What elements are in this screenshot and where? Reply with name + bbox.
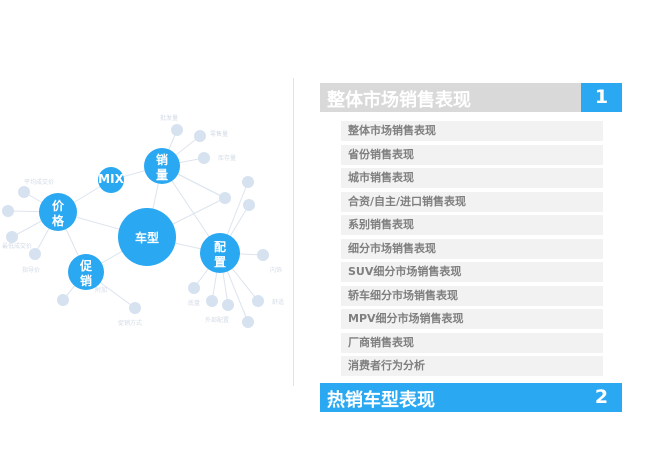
section-2-title: 热销车型表现 bbox=[327, 390, 435, 411]
leaf-label: 平均成交价 bbox=[24, 178, 54, 186]
main-node-label: 促 bbox=[79, 258, 93, 273]
toc-item: SUV细分市场销售表现 bbox=[341, 262, 603, 282]
leaf-node bbox=[188, 282, 200, 294]
leaf-node bbox=[219, 192, 231, 204]
leaf-node bbox=[242, 316, 254, 328]
toc-item: 整体市场销售表现 bbox=[341, 121, 603, 141]
main-node bbox=[68, 254, 104, 290]
toc-item: MPV细分市场销售表现 bbox=[341, 309, 603, 329]
section-2-number: 2 bbox=[581, 383, 622, 412]
main-node-label: 量 bbox=[156, 168, 168, 182]
leaf-label: 最低成交价 bbox=[2, 242, 32, 250]
leaf-node bbox=[206, 295, 218, 307]
leaf-label: 批发量 bbox=[160, 114, 178, 122]
main-node-label: 销 bbox=[80, 273, 92, 288]
main-node-label: 格 bbox=[52, 213, 65, 228]
main-node bbox=[39, 193, 77, 231]
main-node-label: 置 bbox=[214, 255, 226, 269]
toc-item: 省份销售表现 bbox=[341, 144, 603, 165]
leaf-label: 底盘 bbox=[188, 299, 200, 307]
leaf-node bbox=[6, 231, 18, 243]
leaf-label: 舒适 bbox=[272, 298, 284, 306]
divider bbox=[293, 78, 294, 386]
leaf-label: 零售量 bbox=[210, 130, 228, 138]
leaf-label: 附加 bbox=[95, 286, 107, 294]
leaf-node bbox=[222, 299, 234, 311]
leaf-node bbox=[29, 248, 41, 260]
toc-item: 轿车细分市场销售表现 bbox=[341, 285, 603, 306]
mind-map: 车型销量MIX价格促销配置批发量零售量库存量平均成交价最低成交价指导价附加促销方… bbox=[2, 114, 284, 328]
toc-item: 细分市场销售表现 bbox=[341, 238, 603, 259]
toc-item: 消费者行为分析 bbox=[341, 356, 603, 376]
leaf-node bbox=[252, 295, 264, 307]
main-node-label: 销 bbox=[156, 152, 168, 167]
leaf-label: 指导价 bbox=[22, 266, 40, 274]
leaf-node bbox=[2, 205, 14, 217]
leaf-node bbox=[129, 302, 141, 314]
leaf-label: 内饰 bbox=[270, 266, 282, 274]
leaf-node bbox=[18, 186, 30, 198]
toc-item: 城市销售表现 bbox=[341, 168, 603, 188]
section-1-header: 整体市场销售表现 1 bbox=[320, 83, 622, 112]
main-node bbox=[144, 148, 180, 184]
leaf-node bbox=[243, 199, 255, 211]
center-node bbox=[118, 208, 176, 266]
leaf-label: 促销方式 bbox=[118, 319, 142, 327]
section-1-number: 1 bbox=[581, 83, 622, 112]
main-node-label: 配 bbox=[214, 239, 226, 254]
main-node bbox=[98, 167, 124, 193]
section-1-title: 整体市场销售表现 bbox=[327, 90, 471, 111]
leaf-label: 库存量 bbox=[218, 154, 236, 162]
leaf-node bbox=[57, 294, 69, 306]
toc-item: 厂商销售表现 bbox=[341, 332, 603, 353]
toc-item: 系别销售表现 bbox=[341, 215, 603, 235]
leaf-node bbox=[242, 176, 254, 188]
main-node bbox=[200, 233, 240, 273]
center-node-label: 车型 bbox=[135, 230, 159, 245]
leaf-node bbox=[257, 249, 269, 261]
toc-item: 合资/自主/进口销售表现 bbox=[341, 191, 603, 212]
main-node-label: 价 bbox=[52, 199, 65, 213]
leaf-node bbox=[198, 152, 210, 164]
leaf-node bbox=[171, 124, 183, 136]
main-node-label: MIX bbox=[98, 172, 124, 186]
section-2-header: 热销车型表现 2 bbox=[320, 383, 622, 412]
leaf-node bbox=[194, 130, 206, 142]
leaf-label: 外部配置 bbox=[205, 316, 229, 324]
